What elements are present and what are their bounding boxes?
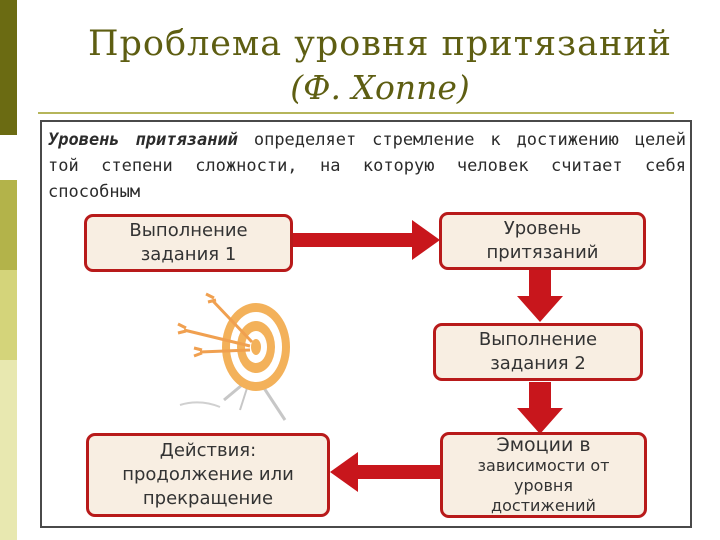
content-frame [40,120,692,528]
left-decor-bar [0,135,17,180]
box-emotions: Эмоции в зависимости от уровня достижени… [440,432,647,518]
left-decor-bar [0,180,17,270]
slide-title: Проблема уровня притязаний [88,24,672,64]
box-actions: Действия: продолжение или прекращение [86,433,330,517]
emotions-heading: Эмоции в [496,434,591,456]
definition-term: Уровень притязаний [48,130,238,150]
arrow-left [330,452,444,492]
definition-body: определяет стремление к достижению целей… [48,130,686,202]
title-divider [38,112,674,114]
emotions-body: зависимости от уровня достижений [477,456,610,515]
arrow-down [517,270,563,322]
arrow-down [517,382,563,434]
target-icon [177,292,290,421]
box-task-2: Выполнение задания 2 [433,323,643,381]
left-decor-bar [0,270,17,360]
left-decor-bar [0,0,17,135]
box-task-1: Выполнение задания 1 [84,214,293,272]
definition-text: Уровень притязаний определяет стремление… [48,127,686,205]
arrow-right [292,220,440,260]
box-aspiration-level: Уровень притязаний [439,212,646,270]
left-decor-bar [0,360,17,540]
slide-subtitle-author: (Ф. Хоппе) [290,68,470,107]
